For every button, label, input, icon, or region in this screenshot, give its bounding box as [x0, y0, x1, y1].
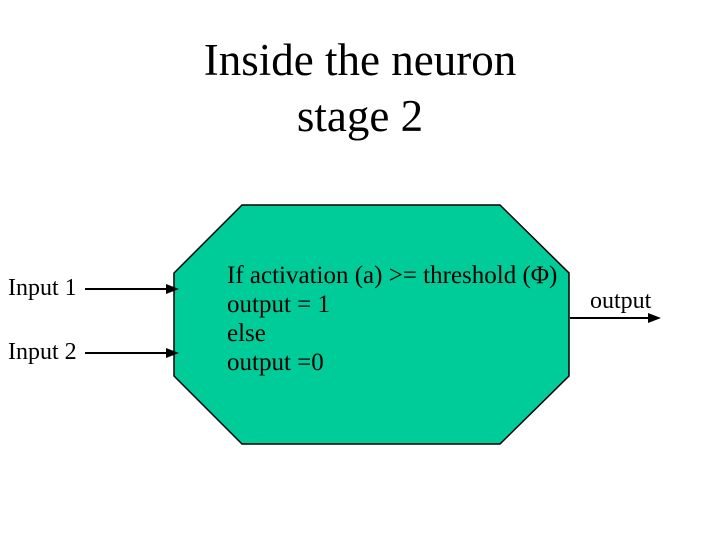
input2-label: Input 2	[8, 339, 77, 365]
rule-line-output0: output =0	[227, 349, 324, 376]
input1-label: Input 1	[8, 275, 77, 301]
slide-title-line1: Inside the neuron	[203, 35, 517, 85]
rule-line-else: else	[227, 320, 266, 347]
slide-title-line2: stage 2	[296, 91, 424, 141]
output-arrow	[570, 313, 661, 323]
output-label: output	[590, 288, 652, 314]
rule-line-output1: output = 1	[227, 291, 330, 318]
rule-line-condition: If activation (a) >= threshold (Φ)	[227, 262, 558, 289]
neuron-octagon	[173, 204, 570, 445]
input1-arrow	[85, 284, 179, 294]
neuron-rule-text: If activation (a) >= threshold (Φ) outpu…	[227, 261, 557, 377]
slide-title: Inside the neuron stage 2	[0, 32, 720, 144]
input2-arrow	[85, 348, 179, 358]
